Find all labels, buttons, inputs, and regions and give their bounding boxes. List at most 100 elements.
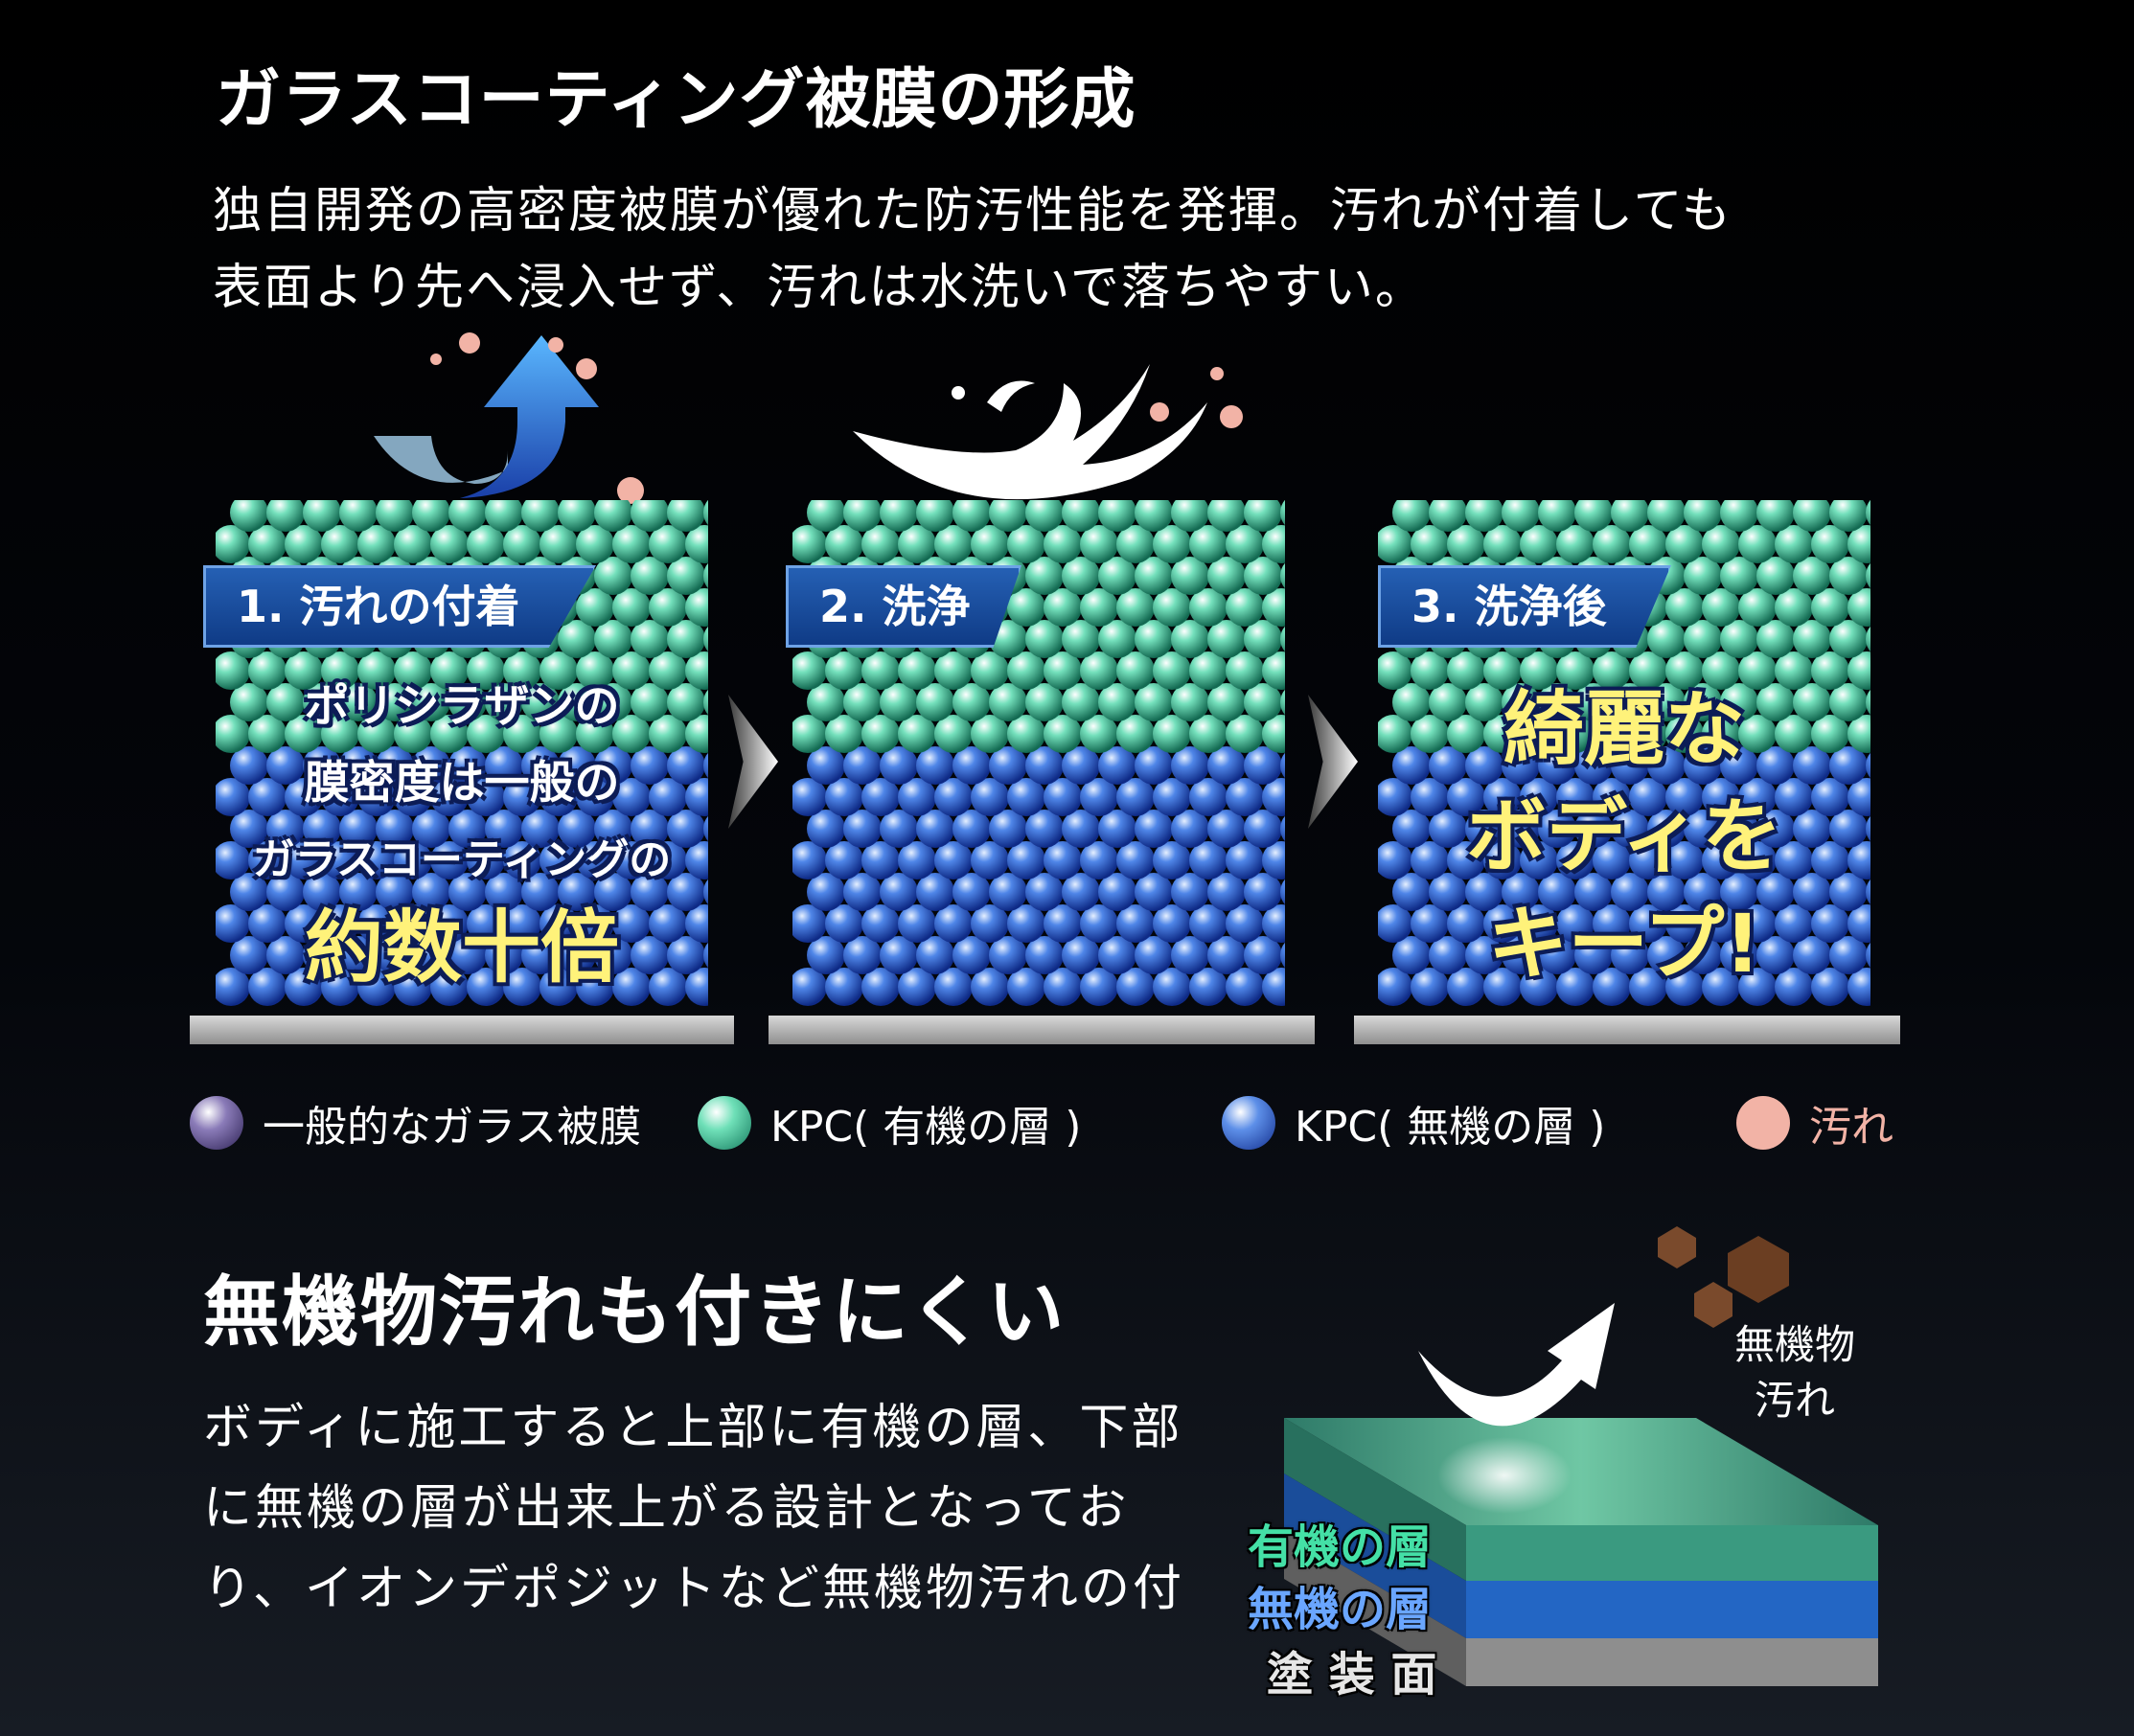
particle (1611, 810, 1649, 848)
particle (685, 778, 708, 816)
particle (807, 500, 845, 532)
particle (1447, 651, 1485, 690)
particle (1226, 968, 1264, 1006)
particle (1207, 746, 1246, 785)
particle (1044, 715, 1082, 753)
particle (649, 904, 687, 943)
legend-dot (1222, 1096, 1275, 1150)
panel-1-line: 膜密度は一般の (304, 757, 620, 810)
particle (703, 689, 708, 716)
particle (1447, 904, 1485, 943)
particle (703, 500, 708, 526)
particle (503, 904, 541, 943)
particle (1684, 683, 1722, 721)
particle (448, 810, 487, 848)
particle (321, 715, 359, 753)
particle (448, 873, 487, 911)
section-text-line: に無機の層が出来上がる設計となってお (203, 1480, 1130, 1537)
legend-general-glass: 一般的なガラス被膜 (190, 1092, 641, 1154)
particle (1044, 525, 1082, 563)
particle (1811, 904, 1849, 943)
particle (521, 746, 560, 785)
particle (1226, 778, 1264, 816)
particle (1062, 873, 1100, 911)
particle (1098, 500, 1136, 532)
particle (1702, 778, 1740, 816)
particle (1411, 841, 1449, 879)
particle (612, 588, 651, 627)
particle (1647, 810, 1686, 848)
particle (861, 651, 900, 690)
particle (843, 683, 882, 721)
particle (376, 683, 414, 721)
particle (430, 778, 469, 816)
particle (685, 904, 708, 943)
particle (1429, 810, 1467, 848)
particle (485, 500, 523, 532)
particle (971, 651, 1009, 690)
particle (1483, 715, 1522, 753)
particle (1153, 778, 1191, 816)
particle (303, 936, 341, 974)
particle (1866, 815, 1870, 842)
particle (1593, 651, 1631, 690)
particle (1829, 683, 1868, 721)
particle (1153, 968, 1191, 1006)
particle (558, 683, 596, 721)
particle (1244, 746, 1282, 785)
particle (1593, 778, 1631, 816)
substrate-3 (1354, 1016, 1900, 1044)
particle (558, 810, 596, 848)
particle (1447, 968, 1485, 1006)
particle (1665, 841, 1704, 879)
particle (1793, 810, 1831, 848)
particle (1189, 525, 1228, 563)
particle (703, 752, 708, 779)
particle (971, 525, 1009, 563)
particle (1756, 873, 1795, 911)
particle (1684, 810, 1722, 848)
particle (376, 936, 414, 974)
particle (1483, 841, 1522, 879)
particle (1135, 936, 1173, 974)
particle (1756, 936, 1795, 974)
particle (1520, 904, 1558, 943)
particle (576, 525, 614, 563)
particle (394, 841, 432, 879)
particle (1629, 715, 1667, 753)
particle (1189, 968, 1228, 1006)
particle (1847, 778, 1870, 816)
panel-1-line: ポリシラザンの (304, 680, 620, 733)
legend-dot (190, 1096, 243, 1150)
particle (1520, 525, 1558, 563)
particle (1702, 525, 1740, 563)
particle (1025, 683, 1064, 721)
page-title: ガラスコーティング被膜の形成 (216, 62, 1136, 138)
particle (1098, 746, 1136, 785)
particle (1207, 873, 1246, 911)
particle (1520, 715, 1558, 753)
particle (1502, 936, 1540, 974)
particle (1378, 715, 1412, 753)
particle (1847, 651, 1870, 690)
particle (898, 778, 936, 816)
particle (861, 841, 900, 879)
particle (503, 778, 541, 816)
particle (843, 936, 882, 974)
particle (1098, 810, 1136, 848)
particle (1775, 968, 1813, 1006)
particle (521, 500, 560, 532)
particle (230, 500, 268, 532)
particle (807, 936, 845, 974)
particle (1775, 588, 1813, 627)
particle (1207, 620, 1246, 658)
particle (521, 683, 560, 721)
particle (521, 810, 560, 848)
particle (1611, 873, 1649, 911)
particle (1189, 715, 1228, 753)
particle (1647, 683, 1686, 721)
particle (1392, 810, 1431, 848)
particle (1738, 525, 1777, 563)
particle (631, 683, 669, 721)
particle (1080, 525, 1118, 563)
